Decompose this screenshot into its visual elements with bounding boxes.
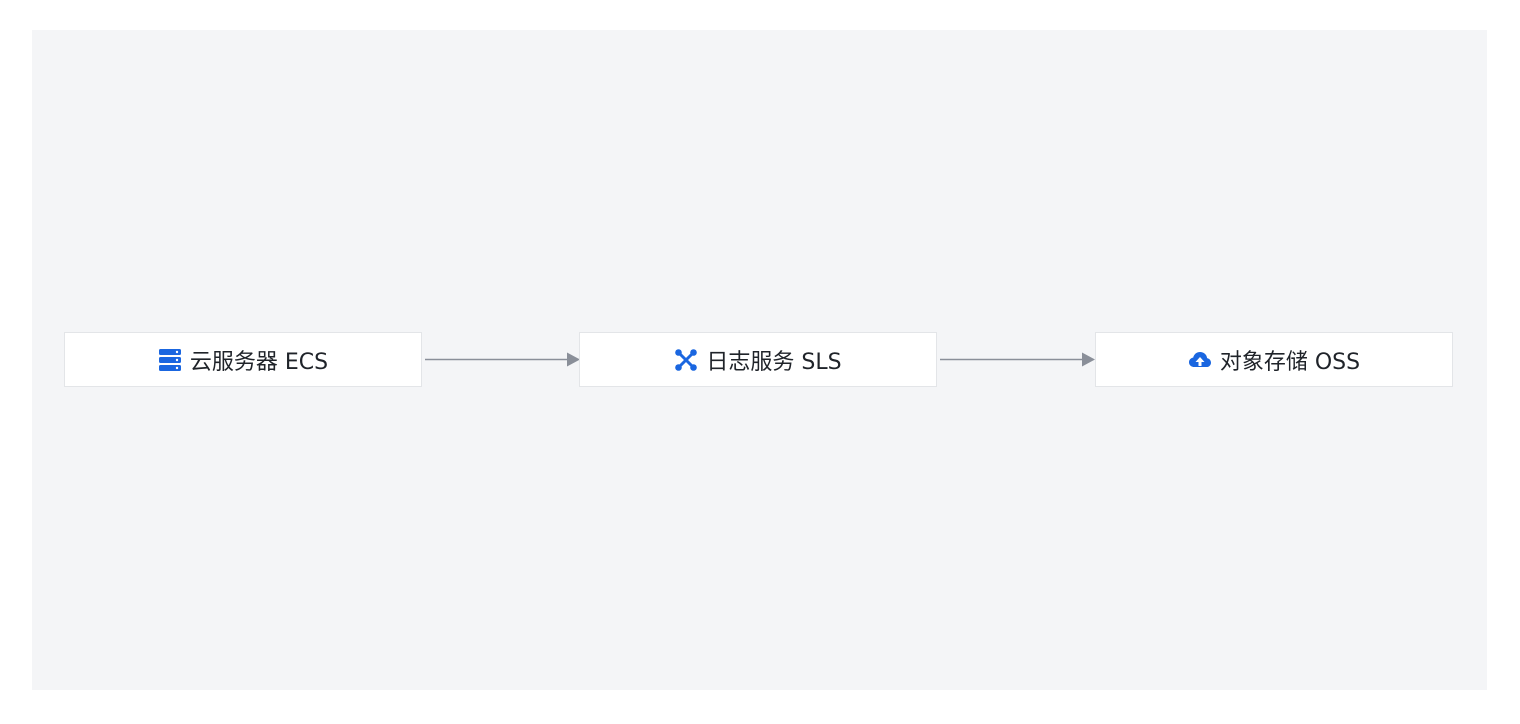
node-sls[interactable]: 日志服务 SLS — [579, 332, 937, 387]
node-oss[interactable]: 对象存储 OSS — [1095, 332, 1453, 387]
edge-ecs-to-sls — [425, 352, 580, 367]
node-oss-label: 对象存储 OSS — [1219, 349, 1361, 375]
edge-sls-to-oss — [940, 352, 1095, 367]
node-sls-label: 日志服务 SLS — [706, 349, 842, 375]
cloud-upload-icon — [1188, 348, 1212, 372]
node-ecs[interactable]: 云服务器 ECS — [64, 332, 422, 387]
node-ecs-label: 云服务器 ECS — [189, 349, 329, 375]
server-icon — [158, 348, 182, 372]
diagram-canvas: 云服务器 ECS 日志服务 SLS 对象存储 OSS — [32, 30, 1487, 690]
network-nodes-icon — [674, 348, 698, 372]
